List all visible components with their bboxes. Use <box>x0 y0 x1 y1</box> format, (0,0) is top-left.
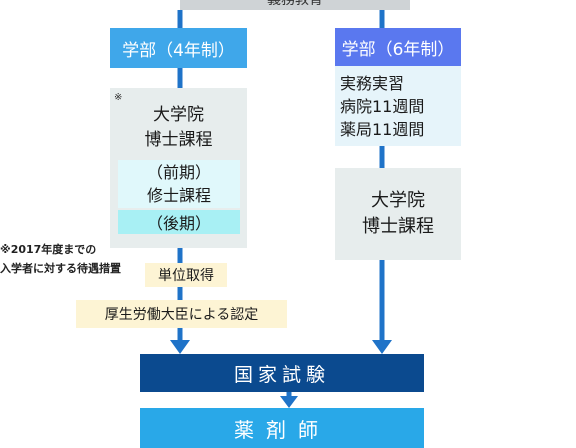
note-line-2: 入学者に対する待遇措置 <box>0 262 121 275</box>
left-doctoral-course-title: 大学院 博士課程 <box>110 100 247 156</box>
arrowhead-pharmacist <box>280 396 298 408</box>
left-graduate-school-label: 大学院 <box>153 105 204 125</box>
ministerial-approval-label: 厚生労働大臣による認定 <box>104 307 259 323</box>
pharmacist-box: 薬剤師 <box>140 408 424 448</box>
pharmacist-label: 薬剤師 <box>234 418 330 442</box>
second-half-label: （後期） <box>146 214 211 233</box>
right-graduate-school-label: 大学院 <box>371 190 425 211</box>
left-doctoral-course-label: 博士課程 <box>144 130 213 150</box>
compulsory-education-label: 義務教育 <box>267 0 323 8</box>
practical-training-box: 実務実習 病院11週間 薬局11週間 <box>335 66 461 146</box>
practical-training-title: 実務実習 <box>340 73 405 93</box>
six-year-program-header: 学部（6年制） <box>335 28 461 66</box>
compulsory-education-box: 義務教育 <box>180 0 410 10</box>
six-year-program-label: 学部（6年制） <box>341 39 455 60</box>
national-exam-box: 国家試験 <box>140 354 424 392</box>
footnote-mark: ※ <box>114 92 123 103</box>
four-year-program-header: 学部（4年制） <box>110 28 247 68</box>
second-half-box: （後期） <box>118 210 240 234</box>
pharmacy-training-label: 薬局11週間 <box>340 119 425 139</box>
first-half-label: （前期） <box>146 163 211 182</box>
four-year-program-label: 学部（4年制） <box>122 40 235 61</box>
arrowhead-right-exam <box>372 340 392 354</box>
master-course-box: （前期） 修士課程 <box>118 160 240 208</box>
right-graduate-box: 大学院 博士課程 <box>335 168 461 260</box>
transitional-measure-note: ※2017年度までの 入学者に対する待遇措置 <box>0 240 121 278</box>
arrowhead-left-exam <box>170 340 190 354</box>
master-course-label: 修士課程 <box>146 186 211 205</box>
note-line-1: ※2017年度までの <box>0 243 97 256</box>
credits-earned-box: 単位取得 <box>145 263 227 287</box>
hospital-training-label: 病院11週間 <box>340 96 425 116</box>
right-doctoral-course-label: 博士課程 <box>362 216 434 237</box>
credits-earned-label: 単位取得 <box>158 268 214 284</box>
ministerial-approval-box: 厚生労働大臣による認定 <box>76 300 287 328</box>
national-exam-label: 国家試験 <box>233 363 330 386</box>
